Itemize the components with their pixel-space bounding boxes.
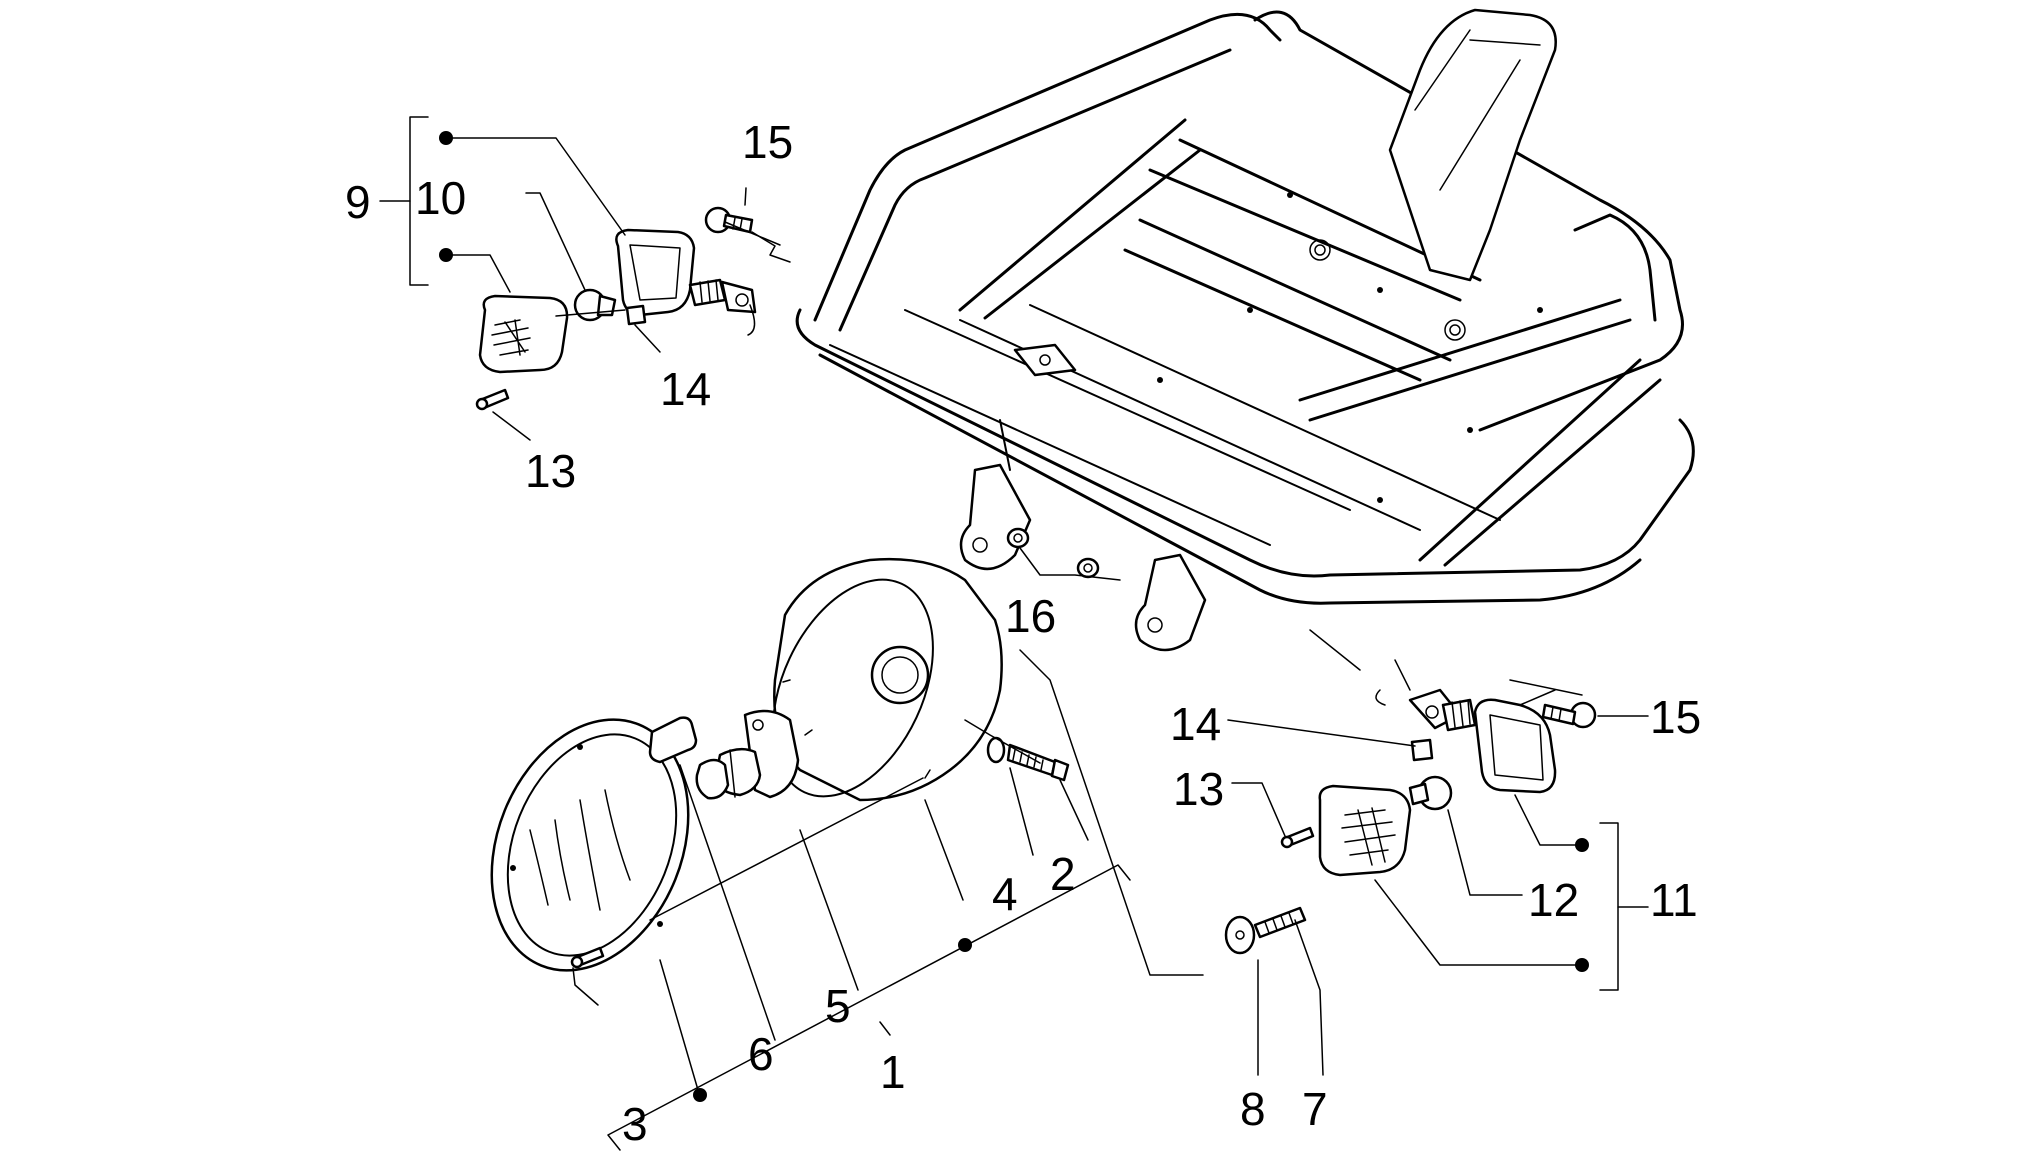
front-rack [795, 8, 1695, 652]
callout-14-left: 14 [660, 363, 711, 415]
callout-labels: 15 9 10 14 13 16 14 15 13 12 11 2 4 5 6 … [345, 116, 1701, 1150]
headlight-housing [772, 557, 1070, 802]
parking-bulb [648, 716, 698, 764]
headlight-leaders [572, 649, 1204, 1151]
callout-5: 5 [825, 980, 851, 1032]
callout-6: 6 [748, 1028, 774, 1080]
callout-3: 3 [622, 1098, 648, 1150]
callout-4: 4 [992, 868, 1018, 920]
callout-9: 9 [345, 176, 371, 228]
callout-13-left: 13 [525, 445, 576, 497]
turn-signal-right [1224, 629, 1649, 1076]
callout-14-right: 14 [1170, 698, 1221, 750]
turn-signal-left [379, 116, 791, 441]
callout-10: 10 [415, 172, 466, 224]
callout-13-right: 13 [1173, 763, 1224, 815]
callout-16: 16 [1005, 590, 1056, 642]
headlight-lens [490, 718, 690, 972]
callout-15-left: 15 [742, 116, 793, 168]
callout-15-right: 15 [1650, 691, 1701, 743]
callout-7: 7 [1302, 1083, 1328, 1135]
nuts-16 [1006, 527, 1121, 581]
callout-11: 11 [1650, 874, 1698, 926]
headlight-bulb [695, 709, 800, 800]
callout-12: 12 [1528, 874, 1579, 926]
callout-8: 8 [1240, 1083, 1266, 1135]
callout-1: 1 [880, 1046, 906, 1098]
callout-2: 2 [1050, 848, 1076, 900]
